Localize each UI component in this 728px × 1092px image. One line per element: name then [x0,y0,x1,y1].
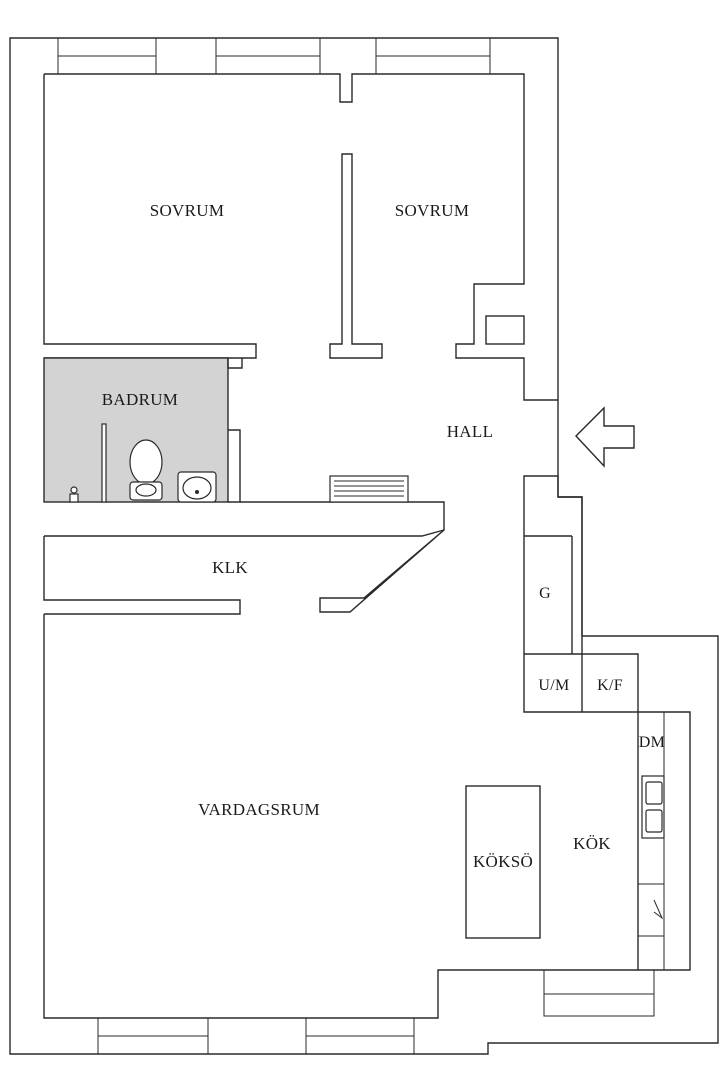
window-bottom-2 [305,1017,415,1055]
window-bottom-3 [543,969,655,1017]
room-label-hall: HALL [447,422,494,441]
room-label-sovrum-left: SOVRUM [150,201,225,220]
klk-wall-left [43,536,241,615]
outer-wall-outer [9,37,719,1055]
bathroom-door-jamb [227,358,243,369]
room-label-badrum: BADRUM [102,390,178,409]
room-label-koksö: KÖKSÖ [473,852,533,871]
wall-between-bedrooms [329,153,383,359]
outer-wall-inner-south [43,614,638,1019]
room-label-dm: DM [639,734,665,751]
room-label-klk: KLK [212,558,248,577]
room-label-kf: K/F [597,677,623,694]
hall-wall [240,501,445,613]
room-label-g: G [539,585,551,602]
room-label-um: U/M [538,677,569,694]
outer-wall-inner [44,73,558,401]
toilet-icon [129,439,163,501]
entrance-arrow-icon [575,406,635,468]
shower-rod [101,423,107,503]
chimney [485,315,525,345]
kitchen-sink-icon [641,775,665,839]
klk-wall-top [44,529,445,537]
room-label-sovrum-right: SOVRUM [395,201,470,220]
room-label-kok: KÖK [573,834,611,853]
kitchen-island [465,785,541,939]
bathroom-wall-right [228,429,241,503]
floor-drain-icon [69,486,79,503]
room-label-vardagsrum: VARDAGSRUM [198,800,320,819]
window-bottom-1 [97,1017,209,1055]
sink-icon [177,471,217,503]
window-top-2 [215,37,321,75]
window-top-1 [57,37,157,75]
radiator-icon [329,475,409,503]
closet-column-outer [523,475,639,713]
window-top-3 [375,37,491,75]
stove-icon [638,883,664,937]
